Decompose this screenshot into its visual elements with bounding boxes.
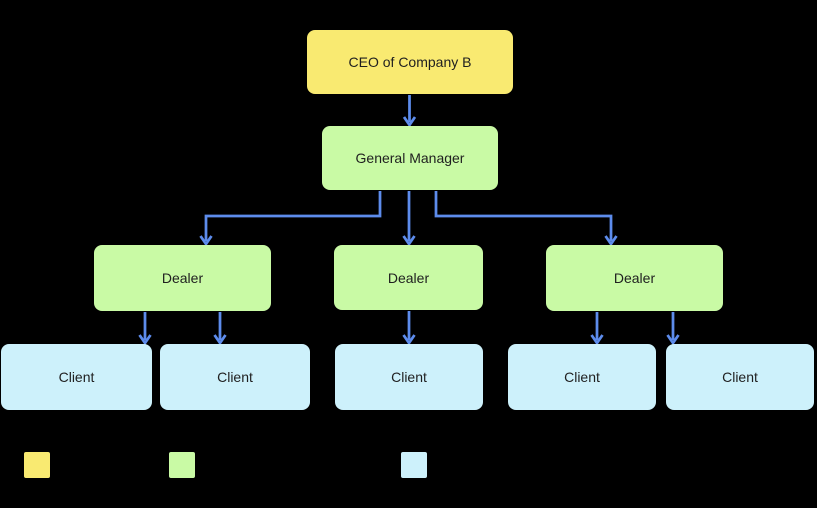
arrowhead-gm-dealer3: [604, 235, 618, 247]
node-client-1: Client: [1, 344, 152, 410]
node-ceo: CEO of Company B: [307, 30, 513, 94]
arrowhead-dealer1-client1: [138, 334, 152, 346]
node-client-5: Client: [666, 344, 814, 410]
arrowhead-dealer1-client2: [213, 334, 227, 346]
node-client-3: Client: [335, 344, 483, 410]
node-dealer-3-label: Dealer: [613, 270, 656, 286]
node-client-3-label: Client: [391, 369, 427, 385]
node-dealer-3: Dealer: [546, 245, 723, 311]
node-dealer-1: Dealer: [94, 245, 271, 311]
node-dealer-2-label: Dealer: [387, 269, 430, 286]
arrowhead-dealer2-client3: [402, 334, 416, 346]
connector-gm-dealer1: [204, 191, 382, 241]
arrowhead-dealer3-client4: [590, 334, 604, 346]
arrowhead-dealer3-client5: [666, 334, 680, 346]
node-dealer-2: Dealer: [334, 245, 483, 310]
node-client-1-label: Client: [58, 369, 95, 385]
arrowhead-gm-dealer2: [402, 235, 416, 247]
node-client-2: Client: [160, 344, 310, 410]
legend-swatch-green: [169, 452, 195, 478]
node-general-manager-label: General Manager: [355, 150, 465, 166]
node-client-4: Client: [508, 344, 656, 410]
node-client-5-label: Client: [722, 369, 758, 385]
arrowhead-ceo-gm: [402, 116, 417, 128]
arrowhead-gm-dealer1: [199, 235, 213, 247]
node-dealer-1-label: Dealer: [161, 270, 204, 286]
node-ceo-label: CEO of Company B: [348, 54, 472, 70]
legend-swatch-yellow: [24, 452, 50, 478]
legend-swatch-blue: [401, 452, 427, 478]
node-client-4-label: Client: [564, 369, 600, 385]
node-general-manager: General Manager: [322, 126, 498, 190]
node-client-2-label: Client: [217, 369, 253, 385]
connector-gm-dealer3: [434, 191, 613, 241]
